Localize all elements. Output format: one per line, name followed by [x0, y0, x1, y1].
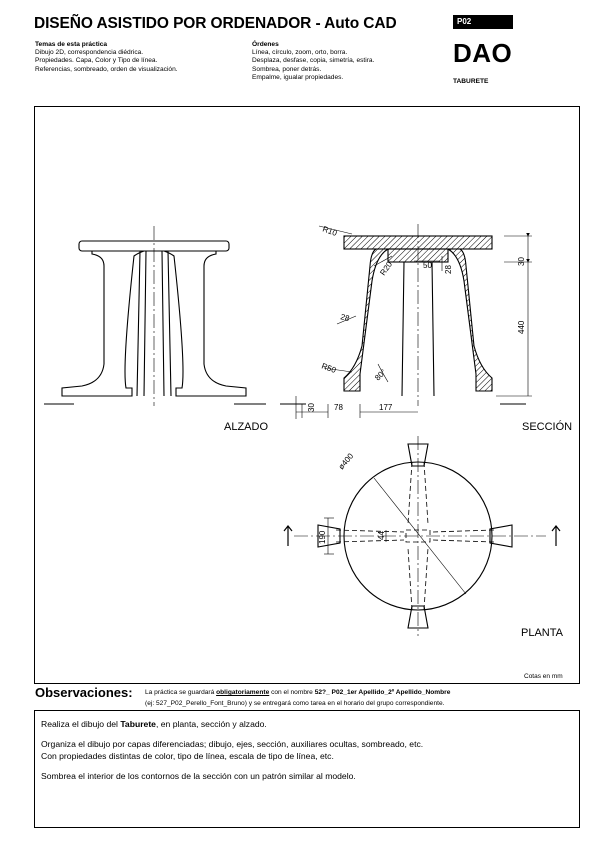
instr-text: Realiza el dibujo del	[41, 719, 121, 729]
piece-name: TABURETE	[453, 78, 489, 85]
page-title: DISEÑO ASISTIDO POR ORDENADOR - Auto CAD	[34, 15, 397, 32]
order-item: Línea, círculo, zoom, orto, borra.	[252, 49, 348, 56]
dim-44: 44	[377, 531, 386, 540]
instruction-4: Sombrea el interior de los contornos de …	[41, 770, 356, 781]
instructions-box: Realiza el dibujo del Taburete, en plant…	[34, 710, 580, 828]
topic-item: Dibujo 2D, correspondencia diédrica.	[35, 49, 144, 56]
dim-r50: R50	[320, 361, 337, 375]
dim-thickness-28b: 28	[444, 265, 453, 274]
obs-text: con el nombre	[269, 689, 315, 696]
instr-text: , en planta, sección y alzado.	[155, 719, 267, 729]
label-alzado: ALZADO	[224, 421, 268, 433]
dim-190: 190	[318, 530, 327, 544]
order-item: Sombrea, poner detrás.	[252, 65, 322, 73]
topic-item: Propiedades. Capa, Color y Tipo de línea…	[35, 57, 158, 65]
dim-440: 440	[517, 320, 526, 334]
order-item: Desplaza, desfase, copia, simetría, esti…	[252, 57, 375, 65]
instruction-1: Realiza el dibujo del Taburete, en plant…	[41, 719, 573, 730]
elevation-view	[44, 240, 266, 405]
practice-code-badge: P02	[453, 15, 513, 29]
units-note: Cotas en mm	[524, 673, 563, 680]
section-view	[280, 235, 526, 405]
cut-plane-markers	[283, 525, 561, 546]
label-seccion: SECCIÓN	[522, 420, 572, 433]
obs-text: La práctica se guardará	[145, 689, 217, 696]
drawing-frame	[34, 106, 580, 684]
dim-177: 177	[379, 403, 393, 412]
orders-list: Línea, círculo, zoom, orto, borra. Despl…	[252, 49, 374, 83]
dim-78: 78	[334, 403, 343, 412]
technical-drawing: R10 R20 R50 28 28 50 30 440 30 78 177 80…	[44, 224, 572, 680]
dim-thickness-28a: 28	[339, 312, 350, 323]
dim-r10: R10	[321, 224, 338, 238]
instr-piece: Taburete	[120, 719, 156, 729]
subject-label: DAO	[453, 38, 513, 68]
instruction-2: Organiza el dibujo por capas diferenciad…	[41, 739, 424, 750]
dim-phi400: ø400	[337, 451, 356, 471]
dim-angle-80: 80°	[373, 367, 388, 382]
dim-50: 50	[423, 261, 432, 270]
obs-mandatory: obligatoriamente	[216, 689, 270, 696]
topic-item: Referencias, sombreado, orden de visuali…	[35, 65, 178, 73]
observations-line-1: La práctica se guardará obligatoriamente…	[145, 689, 450, 696]
topics-list: Dibujo 2D, correspondencia diédrica. Pro…	[35, 49, 178, 74]
topics-heading: Temas de esta práctica	[35, 41, 108, 48]
instruction-3: Con propiedades distintas de color, tipo…	[41, 750, 334, 761]
orders-heading: Órdenes	[252, 41, 279, 48]
observations-heading: Observaciones:	[35, 685, 133, 700]
observations-line-2: (ej: 527_P02_Perello_Font_Bruno) y se en…	[145, 700, 445, 707]
section-dimensions	[295, 225, 532, 419]
obs-filename-pattern: 52?_ P02_1er Apellido_2º Apellido_Nombre	[314, 689, 451, 696]
dim-30-top: 30	[517, 257, 526, 266]
plan-axes	[294, 436, 546, 636]
label-planta: PLANTA	[521, 627, 564, 639]
order-item: Empalme, igualar propiedades.	[252, 74, 344, 82]
dim-30-base: 30	[307, 403, 316, 412]
